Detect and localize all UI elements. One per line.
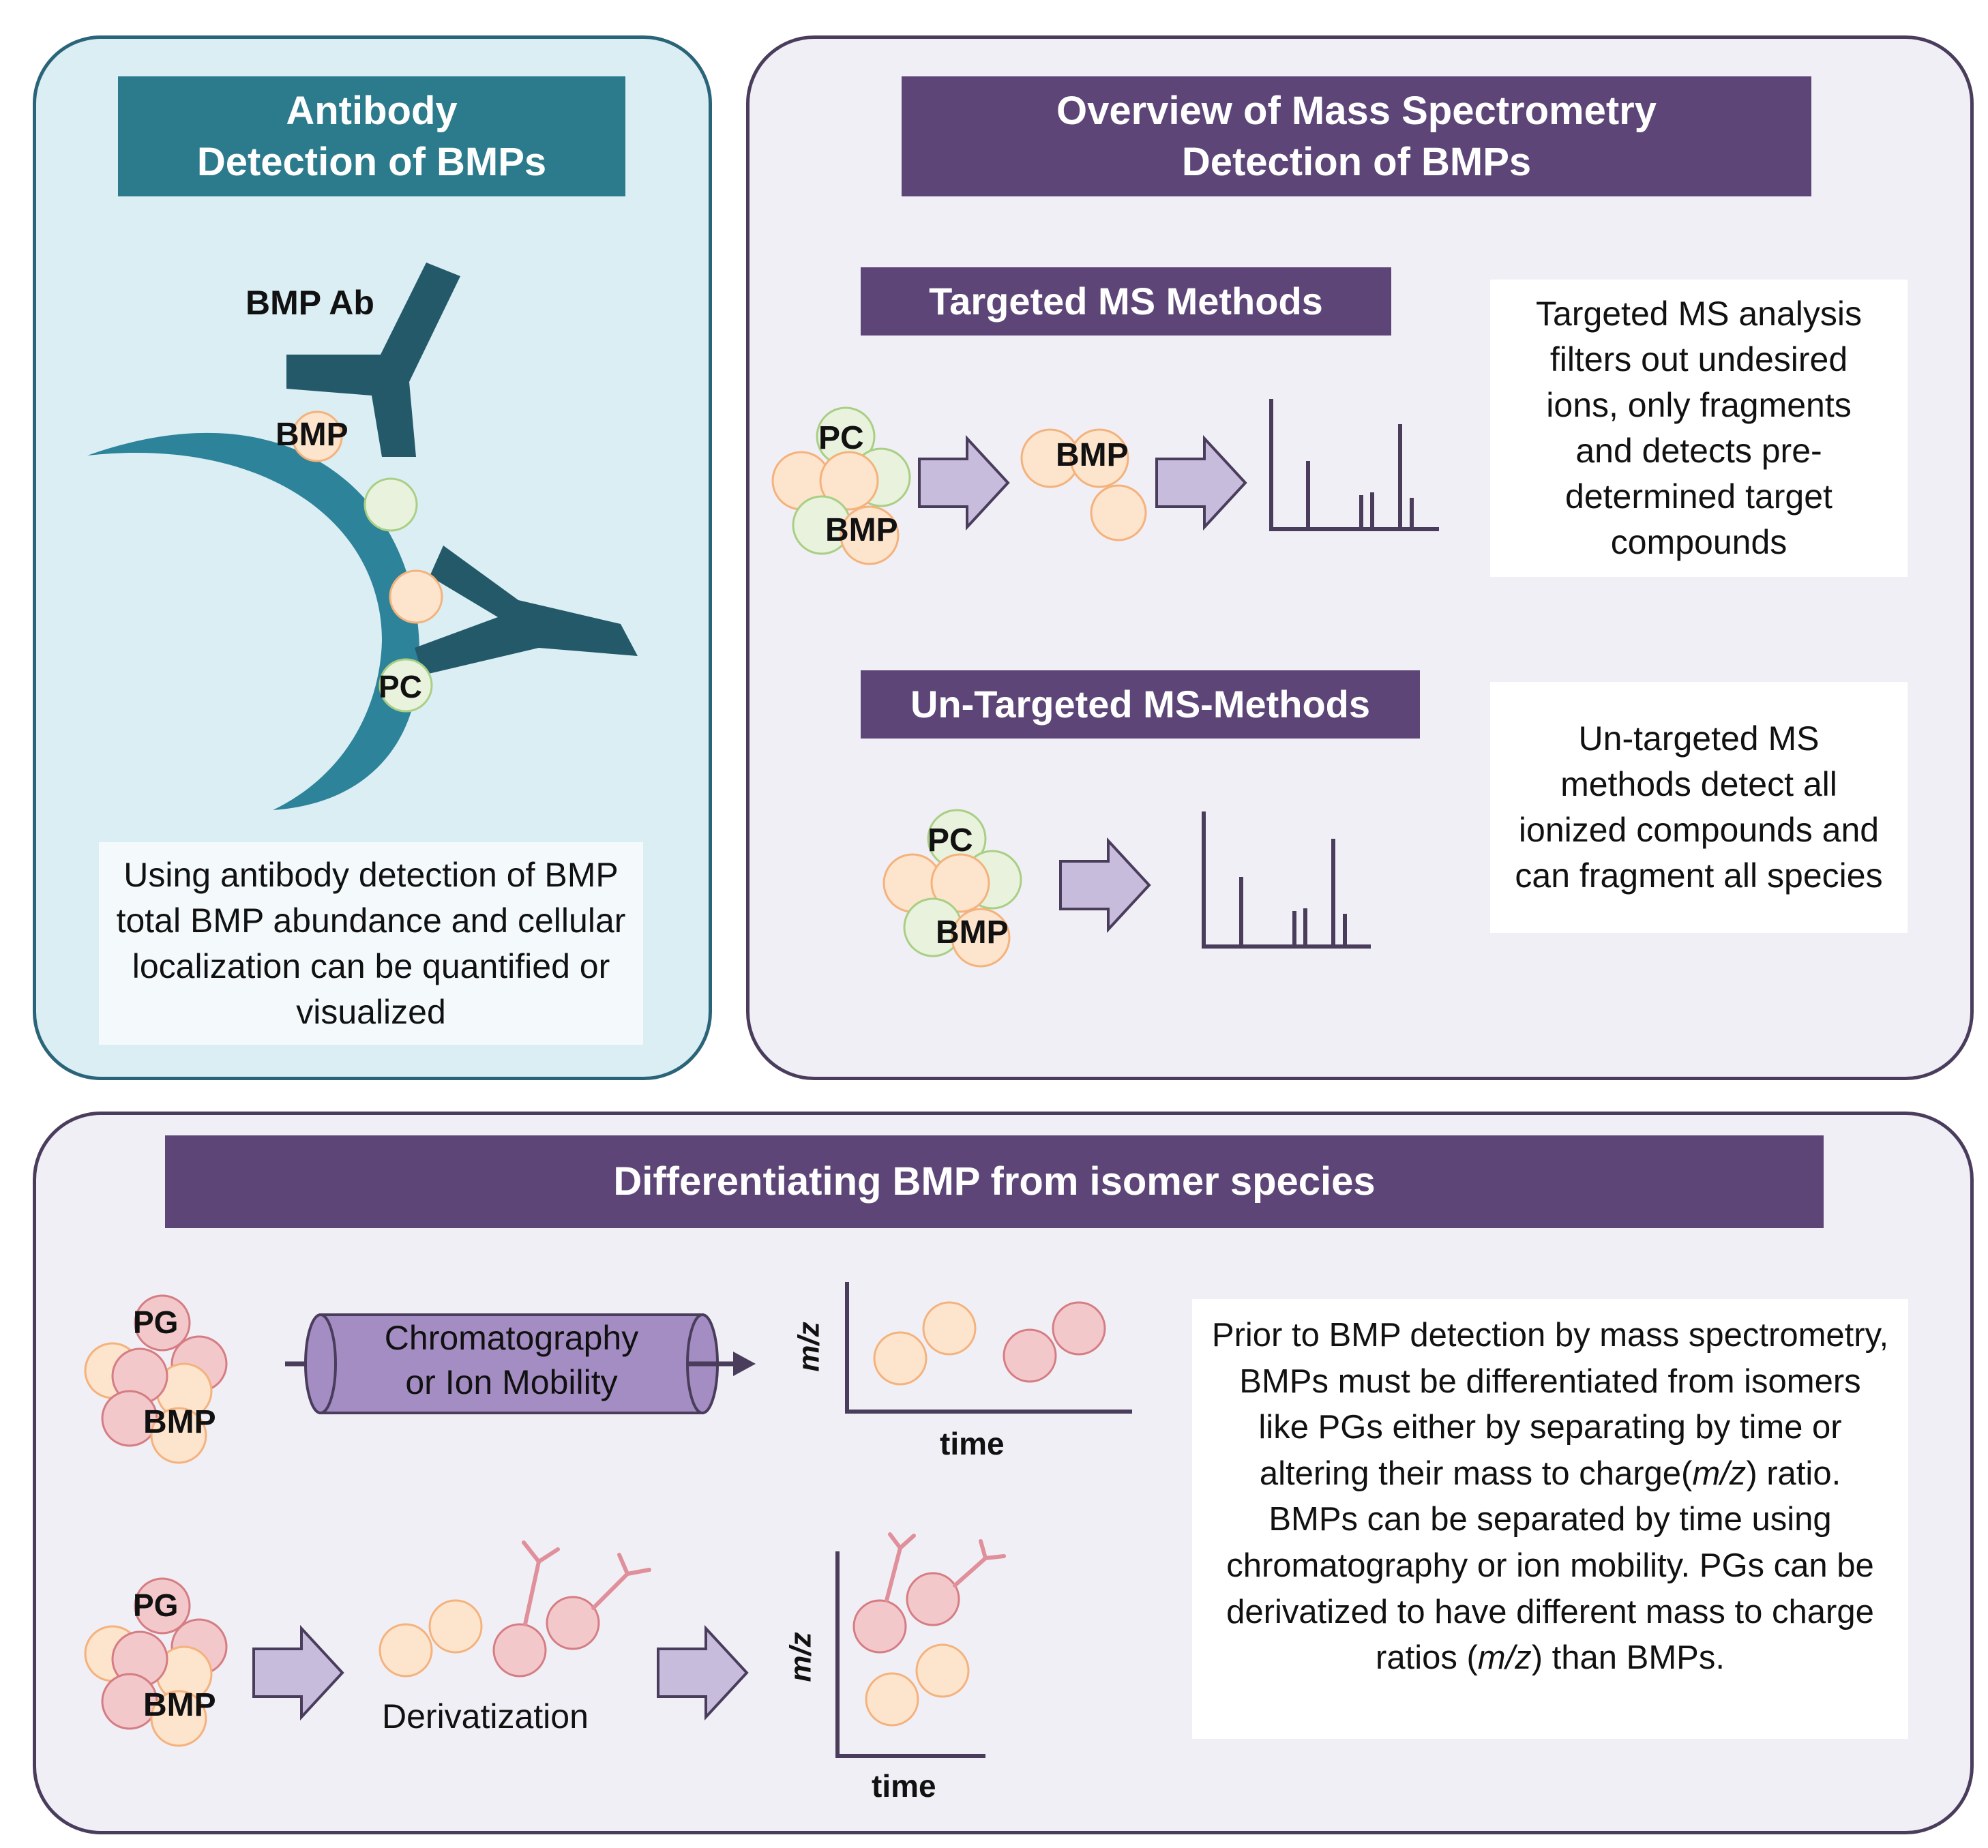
isomer-desc-part1: Prior to BMP detection by mass spectrome… [1211, 1317, 1889, 1492]
targeted-mixture-cluster [771, 406, 911, 565]
chromatography-tube-label: Chromatography or Ion Mobility [341, 1316, 682, 1405]
isomer-label-pg-1: PG [133, 1305, 179, 1340]
derivatization-arrow-1-icon [252, 1624, 344, 1721]
chart1-bmp-point-1 [873, 1331, 928, 1386]
derivatization-label: Derivatization [382, 1697, 589, 1735]
chart1-pg-point-2 [1052, 1301, 1106, 1356]
pc-particle-upper [364, 477, 418, 532]
isomer-header: Differentiating BMP from isomer species [165, 1135, 1824, 1228]
chart2-x-axis-label: time [872, 1768, 936, 1804]
antibody-title-line1: Antibody [286, 88, 458, 133]
chart1-y-axis-label: m/z [792, 1322, 826, 1372]
antibody-label-bmp-ab: BMP Ab [246, 284, 374, 322]
ms-overview-header: Overview of Mass Spectrometry Detection … [902, 76, 1811, 196]
isomer-chart-1 [845, 1282, 1132, 1414]
isomer-mixture-cluster-1 [84, 1294, 228, 1464]
untargeted-label-pc: PC [928, 822, 973, 859]
isomer-description: Prior to BMP detection by mass spectrome… [1192, 1299, 1908, 1739]
derivatization-arrow-2-icon [657, 1624, 749, 1721]
untargeted-arrow-icon [1059, 837, 1151, 934]
targeted-ms-header: Targeted MS Methods [861, 267, 1391, 336]
chart1-bmp-point-2 [922, 1301, 977, 1356]
untargeted-spectrum-chart [1202, 811, 1371, 949]
chart2-pg-point-1 [852, 1599, 907, 1654]
isomer-desc-part3: ) than BMPs. [1531, 1639, 1725, 1677]
isomer-label-pg-2: PG [133, 1588, 179, 1623]
isomer-desc-mz2: m/z [1477, 1639, 1532, 1677]
isomer-chart-2 [835, 1532, 1006, 1758]
antibody-label-pc: PC [379, 669, 422, 704]
untargeted-ms-header: Un-Targeted MS-Methods [861, 670, 1420, 739]
antibody-lower-icon [415, 546, 638, 675]
isomer-desc-mz1: m/z [1692, 1455, 1747, 1492]
chart2-y-axis-label: m/z [784, 1632, 818, 1682]
isomer-label-bmp-2: BMP [143, 1687, 216, 1723]
targeted-description: Targeted MS analysis filters out undesir… [1490, 280, 1908, 577]
targeted-label-pc: PC [818, 420, 864, 456]
ms-overview-title-line2: Detection of BMPs [1181, 140, 1532, 184]
tube-label-line1: Chromatography [384, 1319, 639, 1357]
isomer-label-bmp-1: BMP [143, 1404, 216, 1440]
antibody-header: Antibody Detection of BMPs [118, 76, 625, 196]
chart2-bmp-point-1 [865, 1672, 919, 1727]
isomer-mixture-cluster-2 [84, 1577, 228, 1747]
targeted-arrow-1-icon [918, 434, 1010, 531]
targeted-isolated-bmp [1020, 428, 1147, 541]
chart1-x-axis-label: time [940, 1426, 1005, 1461]
tube-arrow-head-icon [733, 1352, 756, 1376]
ms-overview-title-line1: Overview of Mass Spectrometry [1056, 88, 1657, 133]
bmp-particle [291, 411, 343, 462]
antibody-label-bmp: BMP [276, 417, 348, 453]
targeted-spectrum-chart [1269, 399, 1439, 531]
chart1-pg-point-1 [1003, 1328, 1057, 1383]
antibody-upper-icon [286, 263, 460, 457]
antibody-title-line2: Detection of BMPs [196, 140, 547, 184]
untargeted-label-bmp: BMP [936, 914, 1009, 951]
chart2-pg-point-2 [906, 1572, 960, 1626]
untargeted-description: Un-targeted MS methods detect all ionize… [1490, 682, 1908, 933]
chart2-bmp-point-2 [915, 1643, 970, 1698]
targeted-label-bmp: BMP [825, 512, 898, 548]
tube-label-line2: or Ion Mobility [405, 1363, 618, 1401]
bmp-particle-lower [389, 569, 443, 624]
derivatization-molecules [379, 1540, 651, 1678]
pc-particle [379, 658, 433, 713]
antibody-description: Using antibody detection of BMP total BM… [99, 842, 643, 1045]
untargeted-mixture-cluster [882, 809, 1022, 968]
isomer-desc-part2: ) ratio. BMPs can be separated by time u… [1226, 1455, 1874, 1677]
targeted-label-bmp-isolated: BMP [1056, 437, 1129, 473]
targeted-arrow-2-icon [1155, 434, 1247, 531]
